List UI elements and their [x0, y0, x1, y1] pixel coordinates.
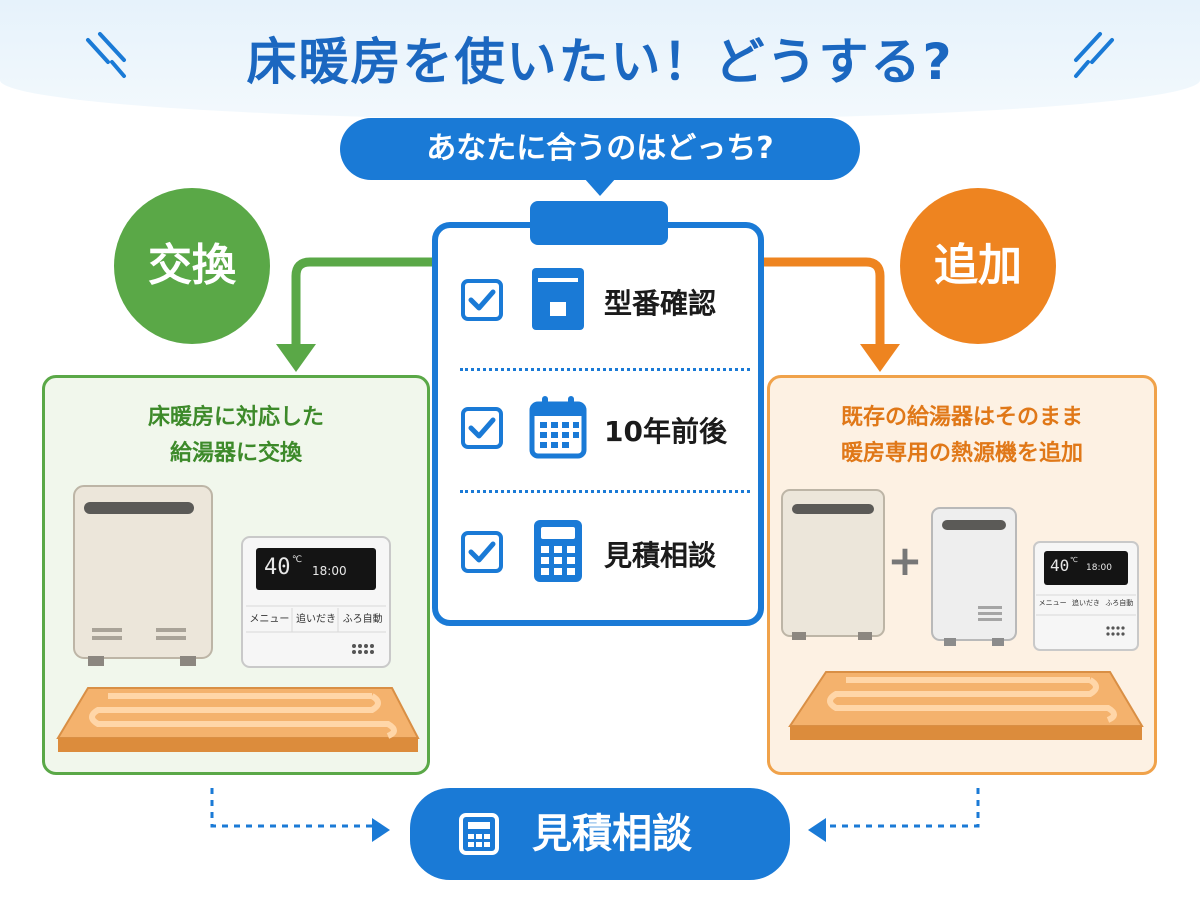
- add-description-line: 暖房専用の熱源機を追加: [840, 441, 1083, 466]
- remote-controller-illustration: [1033, 541, 1139, 651]
- estimate-consultation-button[interactable]: 見積相談: [410, 788, 790, 880]
- remote-time: 18:00: [312, 564, 347, 578]
- remote-buttons: メニュー 追いだき ふろ自動: [1036, 598, 1136, 614]
- remote-reheat-button[interactable]: 追いだき: [296, 614, 336, 625]
- replace-badge: 交換: [114, 188, 270, 344]
- calendar-icon: [529, 396, 587, 459]
- replace-description-line: 給湯器に交換: [169, 441, 302, 466]
- existing-water-heater-illustration: [781, 489, 885, 640]
- checklist-label: 見積相談: [604, 539, 717, 572]
- remote-reheat-button[interactable]: 追いだき: [1071, 599, 1100, 607]
- calculator-icon: [459, 813, 499, 855]
- heat-source-unit-illustration: [931, 507, 1017, 646]
- header-band: [0, 0, 1200, 120]
- replace-description: 床暖房に対応した 給湯器に交換: [45, 400, 427, 472]
- checkbox-checked-icon: [461, 531, 503, 573]
- dotted-divider: [460, 368, 750, 371]
- remote-display: 40 ℃ 18:00: [1048, 555, 1126, 583]
- water-heater-box-icon: [532, 268, 584, 330]
- remote-time: 18:00: [1086, 563, 1112, 573]
- clipboard-clip: [530, 201, 668, 245]
- add-description-line: 既存の給湯器はそのまま: [840, 405, 1083, 430]
- remote-temperature: 40: [1050, 556, 1070, 575]
- remote-buttons: メニュー 追いだき ふろ自動: [246, 610, 386, 630]
- remote-display: 40 ℃ 18:00: [262, 553, 372, 585]
- checkbox-checked-icon: [461, 407, 503, 449]
- calculator-icon: [534, 520, 582, 582]
- floor-heating-panel-illustration: [56, 687, 420, 752]
- remote-temp-unit: ℃: [292, 555, 303, 565]
- question-pill: あなたに合うのはどっち?: [340, 118, 860, 180]
- checklist-item: 10年前後: [438, 376, 758, 476]
- checklist-board: 型番確認 10年前後: [432, 222, 764, 626]
- dotted-divider: [460, 490, 750, 493]
- checklist-item: 見積相談: [438, 500, 758, 600]
- remote-menu-button[interactable]: メニュー: [1038, 599, 1067, 607]
- remote-auto-bath-button[interactable]: ふろ自動: [1105, 599, 1134, 607]
- remote-controller-illustration: [241, 536, 391, 668]
- floor-heating-panel-illustration: [788, 671, 1144, 740]
- page-title: 床暖房を使いたい！どうする?: [246, 33, 954, 91]
- remote-temperature: 40: [264, 555, 291, 580]
- remote-temp-unit: ℃: [1070, 556, 1078, 564]
- replace-description-line: 床暖房に対応した: [147, 405, 324, 430]
- checklist-item: 型番確認: [438, 248, 758, 348]
- plus-sign: +: [887, 536, 922, 585]
- checklist-label: 型番確認: [604, 287, 717, 320]
- remote-auto-bath-button[interactable]: ふろ自動: [342, 614, 383, 625]
- water-heater-illustration: [73, 485, 213, 666]
- add-description: 既存の給湯器はそのまま 暖房専用の熱源機を追加: [770, 400, 1154, 472]
- checkbox-checked-icon: [461, 279, 503, 321]
- checklist-label: 10年前後: [604, 415, 727, 448]
- add-badge: 追加: [900, 188, 1056, 344]
- remote-menu-button[interactable]: メニュー: [249, 614, 290, 625]
- sparkle-decoration: [86, 32, 1114, 78]
- estimate-consultation-label: 見積相談: [532, 811, 692, 857]
